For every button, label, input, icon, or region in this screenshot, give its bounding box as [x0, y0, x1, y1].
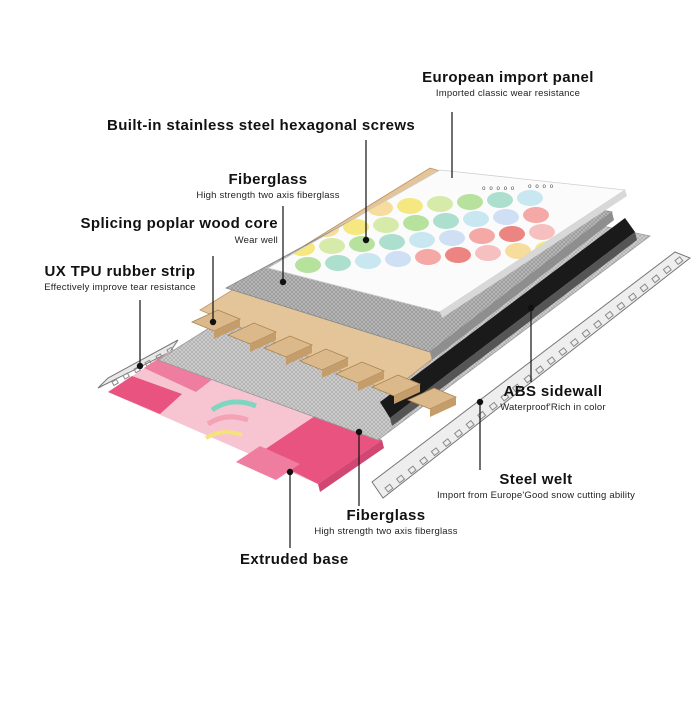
label-fiberglass-top: Fiberglass High strength two axis fiberg…: [168, 172, 368, 201]
label-subtitle: Effectively improve tear resistance: [44, 282, 196, 293]
label-title: Fiberglass: [346, 507, 426, 524]
label-wood-core: Splicing poplar wood core Wear well: [40, 216, 278, 246]
label-extruded-base: Extruded base: [240, 552, 349, 567]
leader-lines: [136, 112, 535, 548]
label-title: UX TPU rubber strip: [44, 263, 196, 280]
label-subtitle: Waterproof'Rich in color: [500, 402, 606, 413]
label-abs-sidewall: ABS sidewall Waterproof'Rich in color: [478, 384, 628, 413]
label-european-import-panel: European import panel Imported classic w…: [400, 70, 616, 99]
label-title: Steel welt: [499, 471, 573, 488]
label-title: ABS sidewall: [503, 383, 603, 400]
svg-text:o o o o: o o o o: [528, 183, 554, 190]
label-subtitle: Imported classic wear resistance: [435, 88, 581, 99]
abs-sidewall-layer: [380, 218, 637, 426]
label-subtitle: High strength two axis fiberglass: [314, 526, 458, 537]
label-title: Extruded base: [240, 551, 349, 568]
label-subtitle: Wear well: [234, 235, 278, 246]
label-steel-welt: Steel welt Import from Europe'Good snow …: [400, 472, 672, 501]
extruded-base-layer: [108, 350, 384, 492]
label-stainless-screws: Built-in stainless steel hexagonal screw…: [107, 118, 415, 133]
label-subtitle: High strength two axis fiberglass: [196, 190, 340, 201]
label-title: Built-in stainless steel hexagonal screw…: [107, 117, 416, 134]
label-fiberglass-bottom: Fiberglass High strength two axis fiberg…: [286, 508, 486, 537]
label-subtitle: Import from Europe'Good snow cutting abi…: [436, 490, 636, 501]
svg-text:o o o o o: o o o o o: [482, 185, 515, 192]
label-title: Splicing poplar wood core: [80, 215, 278, 232]
label-title: Fiberglass: [228, 171, 308, 188]
label-tpu-strip: UX TPU rubber strip Effectively improve …: [8, 264, 232, 293]
label-title: European import panel: [422, 69, 594, 86]
